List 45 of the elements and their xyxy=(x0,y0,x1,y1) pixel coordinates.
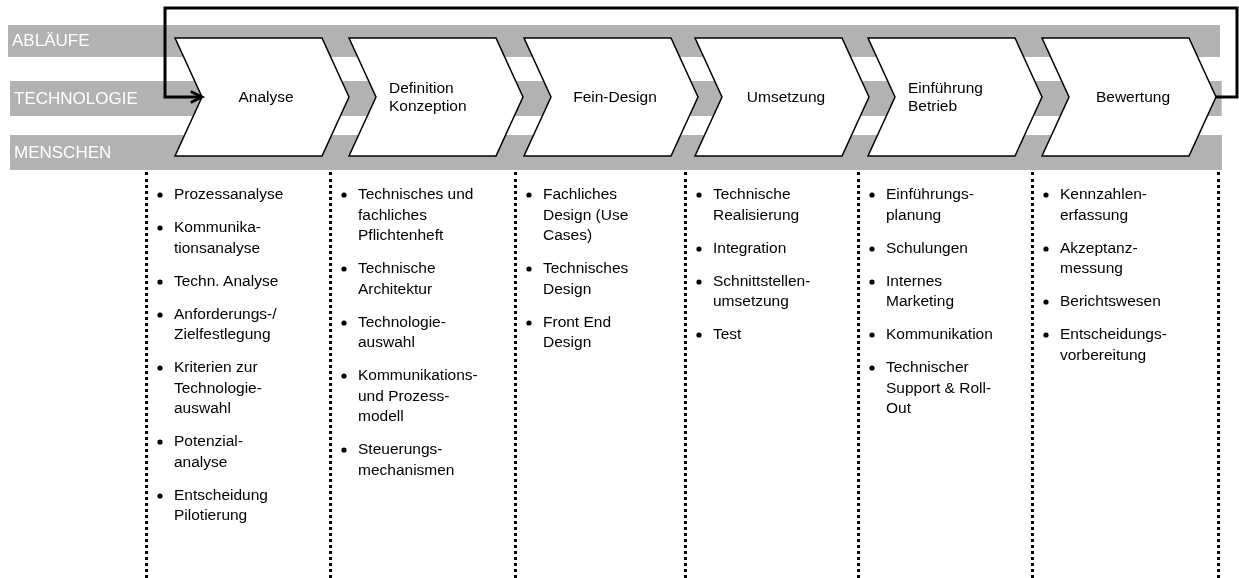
task-text: Technisches und fachliches Pflichtenheft xyxy=(358,184,475,245)
chevron-step xyxy=(1042,38,1216,156)
task-text: Front End Design xyxy=(543,311,613,352)
lane-label: TECHNOLOGIE xyxy=(14,88,138,109)
task-text: Schnittstellen- umsetzung xyxy=(713,270,812,311)
task-text: Internes Marketing xyxy=(886,270,956,311)
step-label: Umsetzung xyxy=(745,88,827,106)
task-text: Fachliches Design (Use Cases) xyxy=(543,184,630,245)
task-text: Technische Architektur xyxy=(358,258,437,299)
task-text: Potenzial- analyse xyxy=(174,431,244,472)
task-text: Entscheidungs- vorbereitung xyxy=(1060,324,1168,365)
chevron-step xyxy=(868,38,1042,156)
lane-label: ABLÄUFE xyxy=(12,31,90,51)
task-text: Anforderungs-/ Zielfestlegung xyxy=(174,303,278,344)
task-text: Kommunika- tionsanalyse xyxy=(174,217,262,258)
task-text: Test xyxy=(713,324,743,344)
lane-band xyxy=(8,25,158,57)
step-label: Bewertung xyxy=(1094,88,1172,106)
task-text: Prozessanalyse xyxy=(174,184,285,204)
task-text: Schulungen xyxy=(886,237,969,258)
task-text: Technisches Design xyxy=(543,258,630,299)
chevron-step xyxy=(524,38,698,156)
chevron-step xyxy=(175,38,349,156)
task-text: Kennzahlen- erfassung xyxy=(1060,184,1149,225)
task-text: Technischer Support & Roll- Out xyxy=(886,357,993,418)
task-text: Berichtswesen xyxy=(1060,291,1162,311)
chevron-step xyxy=(349,38,523,156)
step-label: Einführung Betrieb xyxy=(908,79,984,115)
feedback-arrow xyxy=(163,6,1239,104)
task-text: Techn. Analyse xyxy=(174,270,280,291)
step-label: Analyse xyxy=(237,88,295,106)
task-text: Technologie- auswahl xyxy=(358,311,447,352)
step-label: Fein-Design xyxy=(572,88,658,106)
chevron-step xyxy=(695,38,869,156)
task-text: Entscheidung Pilotierung xyxy=(174,484,269,525)
step-label: Definition Konzeption xyxy=(389,79,468,115)
task-text: Integration xyxy=(713,237,788,258)
lane-label: MENSCHEN xyxy=(14,142,112,163)
task-text: Einführungs- planung xyxy=(886,184,975,225)
task-text: Technische Realisierung xyxy=(713,184,801,225)
task-text: Steuerungs- mechanismen xyxy=(358,439,456,480)
task-text: Kriterien zur Technologie- auswahl xyxy=(174,357,263,418)
task-text: Kommunikations- und Prozess- modell xyxy=(358,365,478,426)
task-text: Kommunikation xyxy=(886,324,994,344)
task-text: Akzeptanz- messung xyxy=(1060,237,1139,278)
